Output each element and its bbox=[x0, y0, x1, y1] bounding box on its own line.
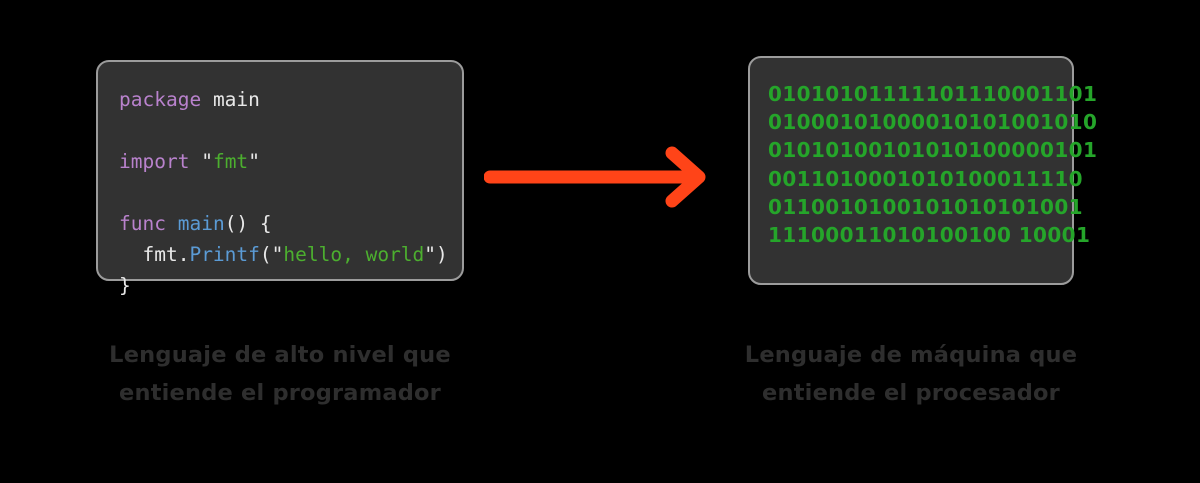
code-token-plain bbox=[201, 88, 213, 111]
code-token-plain: fmt. bbox=[119, 243, 190, 266]
code-token-quote: " bbox=[271, 243, 284, 266]
binary-line-6: 11100011010100100 10001 bbox=[768, 223, 1091, 248]
code-token-punct: ) bbox=[436, 243, 448, 266]
line-package: package main bbox=[119, 84, 448, 115]
code-token-function: Printf bbox=[189, 243, 260, 266]
code-token-quote: " bbox=[201, 150, 213, 173]
line-printf: fmt.Printf("hello, world") bbox=[119, 239, 448, 270]
code-token-keyword: package bbox=[119, 88, 202, 111]
line-func: func main() { bbox=[119, 208, 448, 239]
binary-line-2: 01000101000010101001010 bbox=[768, 110, 1098, 135]
line-blank-1 bbox=[119, 115, 448, 146]
code-token-string: fmt bbox=[212, 150, 249, 173]
code-token-keyword: import bbox=[119, 150, 190, 173]
binary-line-3: 01010100101010100000101 bbox=[768, 138, 1098, 163]
source-caption: Lenguaje de alto nivel que entiende el p… bbox=[70, 336, 490, 412]
binary-line-4: 0011010001010100011110 bbox=[768, 166, 1083, 191]
code-token-quote: " bbox=[248, 150, 260, 173]
line-blank-2 bbox=[119, 177, 448, 208]
arrow-right-icon bbox=[483, 146, 716, 208]
code-token-plain: main bbox=[212, 88, 260, 111]
binary-line-5: 0110010100101010101001 bbox=[768, 194, 1083, 219]
line-close-brace: } bbox=[119, 270, 448, 301]
source-code-card: package main import "fmt" func main() { … bbox=[96, 60, 464, 297]
binary-line-1: 01010101111101110001101 bbox=[768, 82, 1098, 106]
machine-caption-line-1: Lenguaje de máquina que bbox=[744, 342, 1078, 368]
code-token-punct: () { bbox=[224, 212, 272, 235]
machine-caption: Lenguaje de máquina que entiende el proc… bbox=[706, 336, 1116, 412]
code-token-plain bbox=[166, 212, 178, 235]
binary-code-block: 01010101111101110001101 01000101000010101… bbox=[768, 80, 1097, 249]
source-caption-line-1: Lenguaje de alto nivel que bbox=[109, 342, 451, 368]
line-import: import "fmt" bbox=[119, 146, 448, 177]
code-token-punct: ( bbox=[259, 243, 272, 266]
code-token-punct: } bbox=[119, 274, 131, 297]
source-caption-line-2: entiende el programador bbox=[119, 380, 441, 406]
code-token-plain bbox=[189, 150, 201, 173]
code-token-function: main bbox=[177, 212, 225, 235]
machine-code-card: 01010101111101110001101 01000101000010101… bbox=[748, 56, 1097, 285]
machine-caption-line-2: entiende el procesador bbox=[762, 380, 1060, 406]
source-code-block: package main import "fmt" func main() { … bbox=[119, 84, 448, 301]
code-token-keyword: func bbox=[119, 212, 166, 235]
code-token-string: hello, world bbox=[283, 243, 425, 266]
code-token-quote: " bbox=[424, 243, 437, 266]
